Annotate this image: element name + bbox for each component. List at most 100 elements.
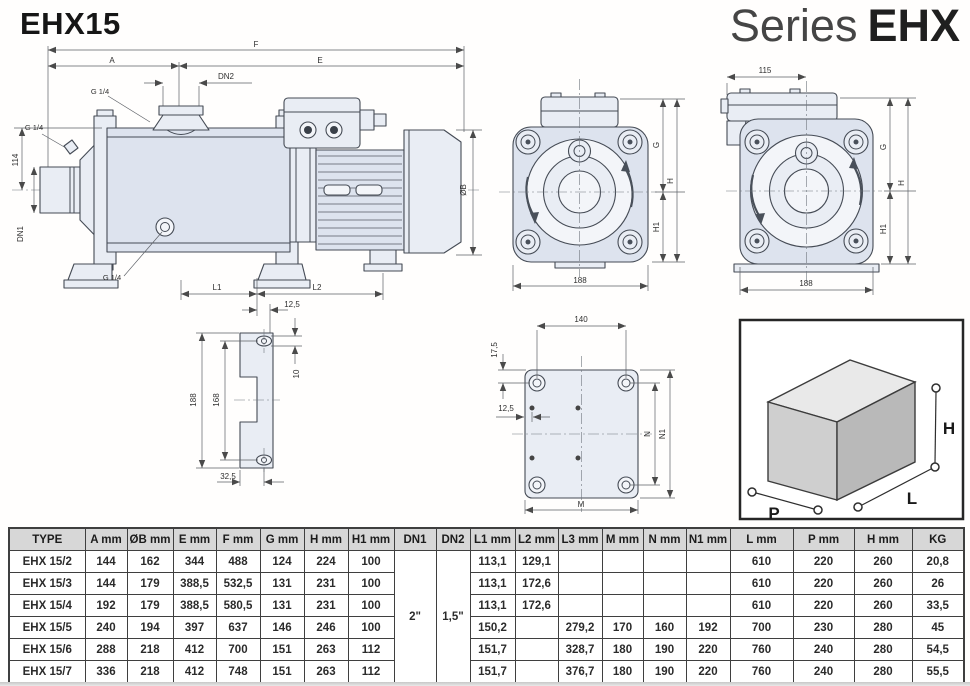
cell-value: 220 bbox=[792, 594, 855, 617]
cell-value: 610 bbox=[729, 594, 794, 617]
pump-body bbox=[39, 105, 311, 289]
cell-type: EHX 15/3 bbox=[8, 572, 86, 595]
dim-label-188: 188 bbox=[189, 393, 198, 407]
cell-dn2: 1,5" bbox=[435, 550, 471, 684]
dim-label-168: 168 bbox=[212, 393, 221, 407]
mounting-holes bbox=[528, 374, 635, 494]
cell-value: 700 bbox=[215, 638, 261, 661]
cell-value: 760 bbox=[729, 638, 794, 661]
column-header-p-mm: P mm bbox=[792, 527, 855, 551]
cell-value: 131 bbox=[259, 594, 305, 617]
column-header-l1-mm: L1 mm bbox=[469, 527, 516, 551]
dim-label-g14-top: G 1/4 bbox=[91, 87, 109, 96]
suction-pipe bbox=[39, 166, 81, 214]
page-title-model: EHX15 bbox=[20, 6, 121, 41]
cell-value: 388,5 bbox=[172, 572, 217, 595]
cell-value: 230 bbox=[792, 616, 855, 639]
cell-value: 288 bbox=[84, 638, 128, 661]
cell-value: 610 bbox=[729, 550, 794, 573]
discharge-port bbox=[152, 114, 210, 131]
cell-value: 336 bbox=[84, 660, 128, 684]
cell-value: 150,2 bbox=[469, 616, 516, 639]
plug-boss bbox=[63, 139, 79, 155]
dim-label-12-5: 12,5 bbox=[498, 404, 514, 413]
dim-label-ob: ØB bbox=[459, 184, 468, 196]
small-holes bbox=[529, 405, 581, 461]
cell-value: 532,5 bbox=[215, 572, 261, 595]
cell-value: 220 bbox=[685, 660, 731, 684]
column-header-h-mm: H mm bbox=[853, 527, 913, 551]
dim-label-g: G bbox=[879, 144, 888, 150]
cell-value: 180 bbox=[601, 638, 644, 661]
cell-value: 488 bbox=[215, 550, 261, 573]
column-header-n-mm: N mm bbox=[642, 527, 687, 551]
cell-value: 144 bbox=[84, 572, 128, 595]
front-view-right-drawing: 115 G H1 H 188 bbox=[720, 66, 916, 295]
cell-value bbox=[601, 572, 644, 595]
cell-value: 55,5 bbox=[911, 660, 965, 684]
cell-value: 151,7 bbox=[469, 638, 516, 661]
corner-bolts bbox=[515, 129, 643, 255]
foot-bracket-drawing: 188 168 10 32,5 bbox=[189, 318, 302, 486]
column-header-l3-mm: L3 mm bbox=[557, 527, 603, 551]
cell-value: 129,1 bbox=[514, 550, 559, 573]
box-side-face bbox=[836, 380, 916, 502]
cell-value: 748 bbox=[215, 660, 261, 684]
cell-value: 151 bbox=[259, 660, 305, 684]
cable-connector bbox=[373, 113, 387, 127]
cell-value bbox=[642, 572, 687, 595]
cell-value: 263 bbox=[303, 660, 349, 684]
dim-label-17-5: 17,5 bbox=[490, 342, 499, 358]
column-header-g-mm: G mm bbox=[259, 527, 305, 551]
drain-plug bbox=[155, 217, 175, 237]
rating-plate bbox=[323, 184, 351, 196]
cell-value: 388,5 bbox=[172, 594, 217, 617]
dim-label-l1: L1 bbox=[213, 283, 222, 292]
cell-value: 151,7 bbox=[469, 660, 516, 684]
dim-label-p: P bbox=[768, 504, 779, 522]
cell-value: 190 bbox=[642, 660, 687, 684]
page-bottom-shadow bbox=[0, 682, 970, 686]
cell-type: EHX 15/6 bbox=[8, 638, 86, 661]
dim-label-32-5: 32,5 bbox=[220, 472, 236, 481]
cell-value bbox=[514, 616, 559, 639]
column-header-h-mm: H mm bbox=[303, 527, 349, 551]
cell-value: 220 bbox=[792, 572, 855, 595]
cell-value: 260 bbox=[853, 550, 913, 573]
base-strip bbox=[554, 261, 606, 269]
dim-label-a: A bbox=[109, 56, 115, 65]
column-header-kg: KG bbox=[911, 527, 965, 551]
cell-type: EHX 15/4 bbox=[8, 594, 86, 617]
cell-value bbox=[685, 572, 731, 595]
series-name: EHX bbox=[867, 0, 960, 51]
cell-value bbox=[514, 638, 559, 661]
terminal-box-side bbox=[726, 92, 838, 122]
column-header-m-mm: M mm bbox=[601, 527, 644, 551]
dim-label-12-5: 12,5 bbox=[284, 300, 300, 309]
column-header-f-mm: F mm bbox=[215, 527, 261, 551]
cell-value bbox=[557, 594, 603, 617]
dim-label-l2: L2 bbox=[313, 283, 322, 292]
dim-label-114: 114 bbox=[12, 153, 20, 166]
dim-label-dn1: DN1 bbox=[16, 225, 25, 242]
cell-value: 760 bbox=[729, 660, 794, 684]
cell-value: 112 bbox=[347, 638, 395, 661]
dim-label-g14-left: G 1/4 bbox=[25, 123, 43, 132]
cell-value: 328,7 bbox=[557, 638, 603, 661]
cell-value: 100 bbox=[347, 550, 395, 573]
cell-value: 376,7 bbox=[557, 660, 603, 684]
cell-value: 220 bbox=[792, 550, 855, 573]
dim-label-n: N bbox=[643, 431, 652, 437]
cell-type: EHX 15/5 bbox=[8, 616, 86, 639]
lantern-bracket bbox=[289, 139, 317, 243]
cell-value bbox=[601, 594, 644, 617]
cell-value bbox=[514, 660, 559, 684]
cell-value: 344 bbox=[172, 550, 217, 573]
cell-value: 20,8 bbox=[911, 550, 965, 573]
